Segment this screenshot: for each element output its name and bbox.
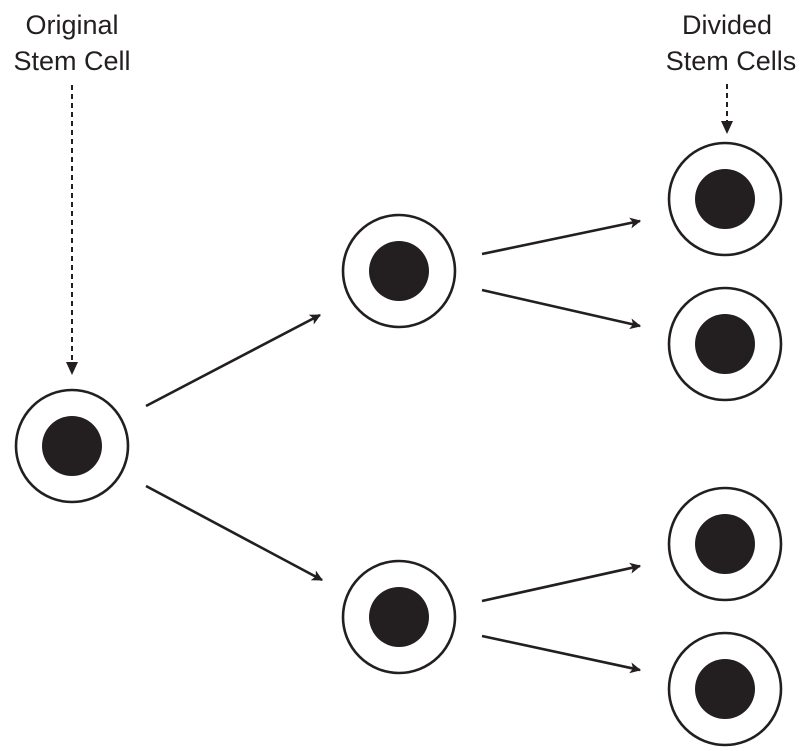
arrow-original-to-bottom xyxy=(145,484,323,582)
arrow-top-to-cell1 xyxy=(481,217,642,256)
nucleus xyxy=(695,514,755,574)
nucleus xyxy=(695,659,755,719)
original-stem-cell-label-line2: Stem Cell xyxy=(13,46,130,76)
nucleus xyxy=(42,416,102,476)
original-stem-cell-label-line1: Original xyxy=(25,10,118,40)
division-arrows xyxy=(145,217,642,674)
original-stem-cell xyxy=(14,388,130,504)
divided-cell-2 xyxy=(667,286,783,402)
nucleus xyxy=(369,241,429,301)
daughter-cell-top xyxy=(341,213,457,329)
daughter-cell-bottom xyxy=(341,559,457,675)
original-label-pointer xyxy=(66,85,78,375)
divided-stem-cells-label-line1: Divided xyxy=(682,10,772,40)
arrow-bottom-to-cell3 xyxy=(481,562,642,603)
divided-label-pointer xyxy=(721,84,733,134)
divided-stem-cells-label-line2: Stem Cells xyxy=(666,46,797,76)
nucleus xyxy=(695,314,755,374)
divided-cell-1 xyxy=(667,141,783,257)
divided-cell-3 xyxy=(667,486,783,602)
nucleus xyxy=(369,587,429,647)
arrow-bottom-to-cell4 xyxy=(481,634,642,674)
divided-cell-4 xyxy=(667,631,783,747)
arrow-top-to-cell2 xyxy=(481,288,642,330)
arrow-original-to-top xyxy=(145,313,321,408)
nucleus xyxy=(695,169,755,229)
